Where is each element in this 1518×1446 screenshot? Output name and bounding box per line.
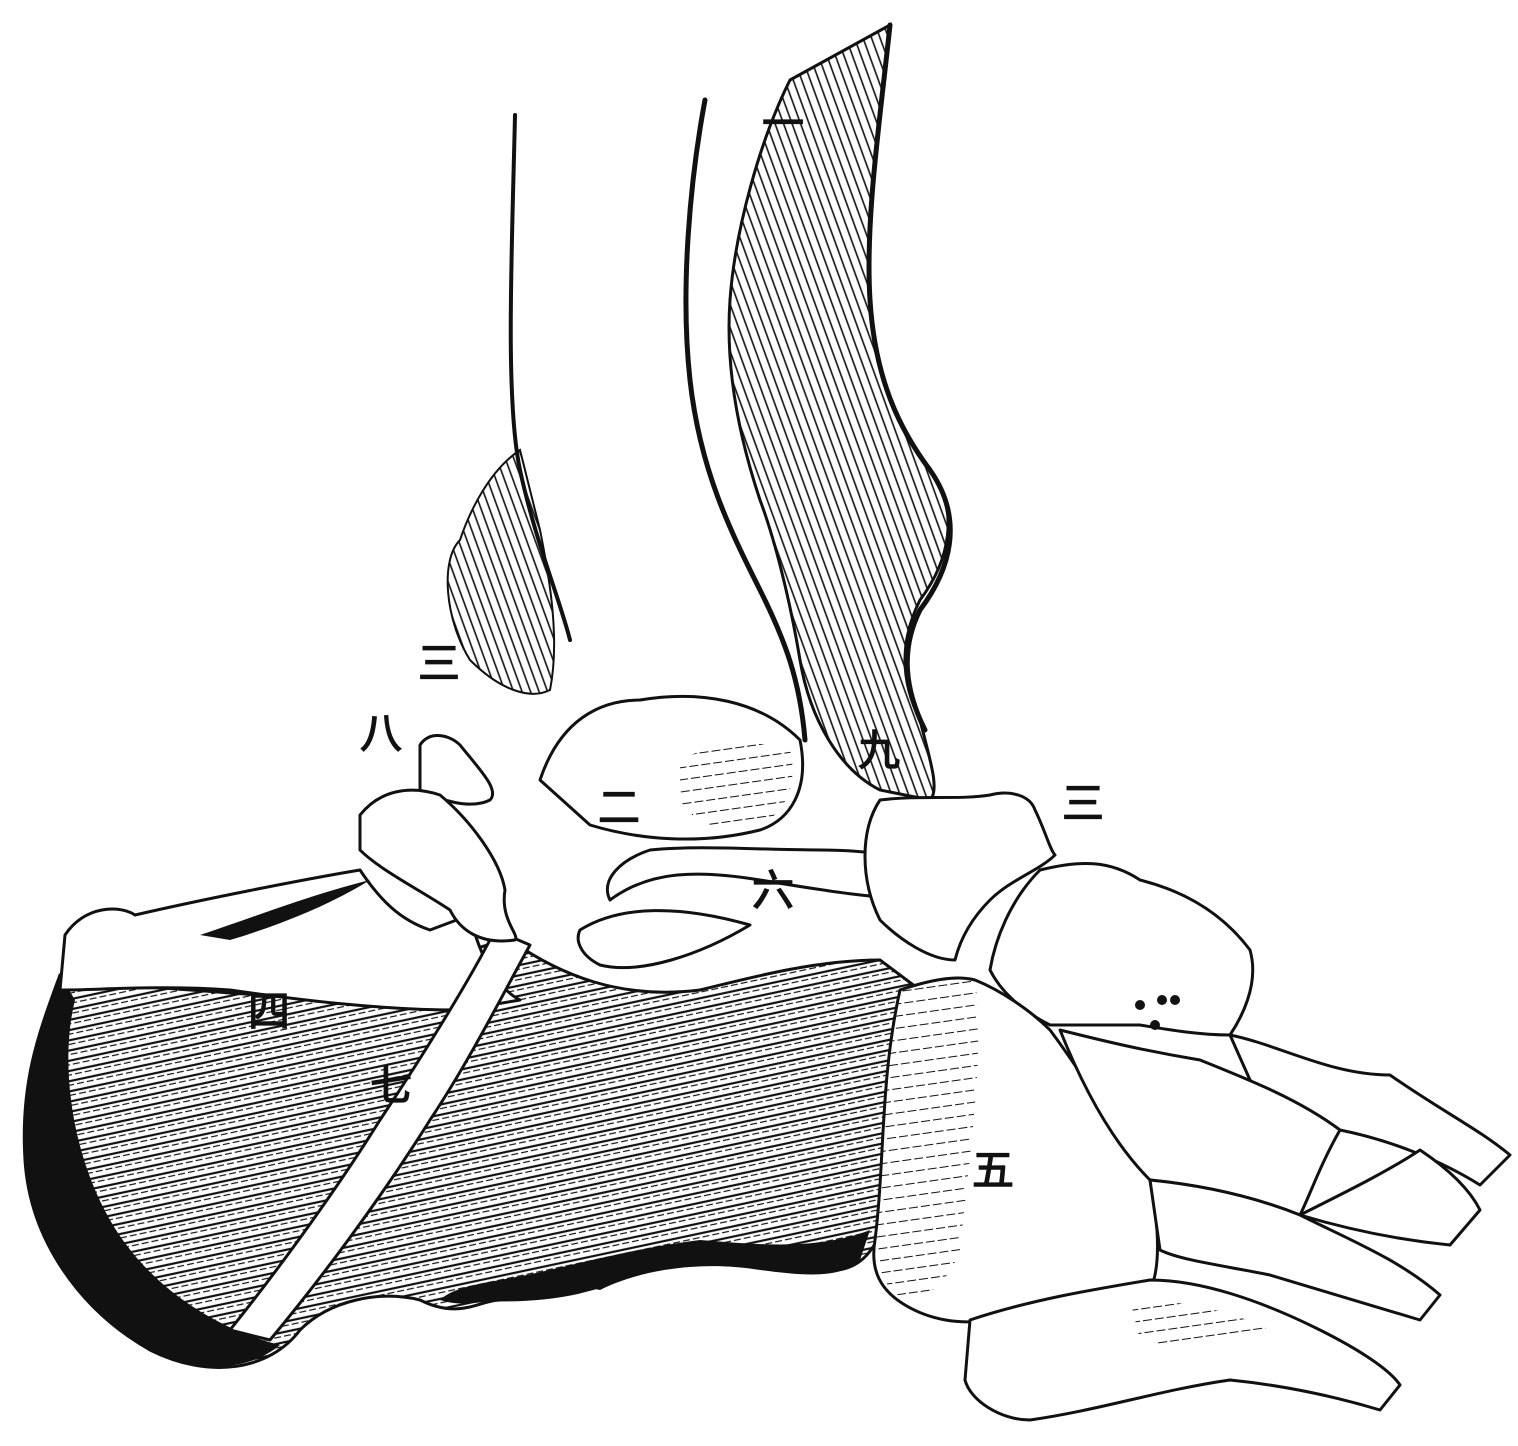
cuneiform-bone <box>990 863 1253 1035</box>
label-one: 一 <box>762 99 804 148</box>
sinus-tarsi-opening <box>578 911 750 968</box>
foramen-dot <box>1135 1000 1145 1010</box>
label-three-left: 三 <box>418 639 460 688</box>
label-five: 五 <box>972 1146 1014 1195</box>
foramen-dot <box>1170 995 1180 1005</box>
label-seven: 七 <box>370 1061 412 1110</box>
foramen-dot <box>1150 1020 1160 1030</box>
label-six: 六 <box>752 866 794 915</box>
foramen-dot <box>1157 995 1167 1005</box>
label-nine: 九 <box>858 726 900 775</box>
label-four: 四 <box>248 987 290 1036</box>
label-two: 二 <box>598 783 640 832</box>
label-eight: 八 <box>360 709 403 758</box>
label-three-right: 三 <box>1062 779 1104 828</box>
